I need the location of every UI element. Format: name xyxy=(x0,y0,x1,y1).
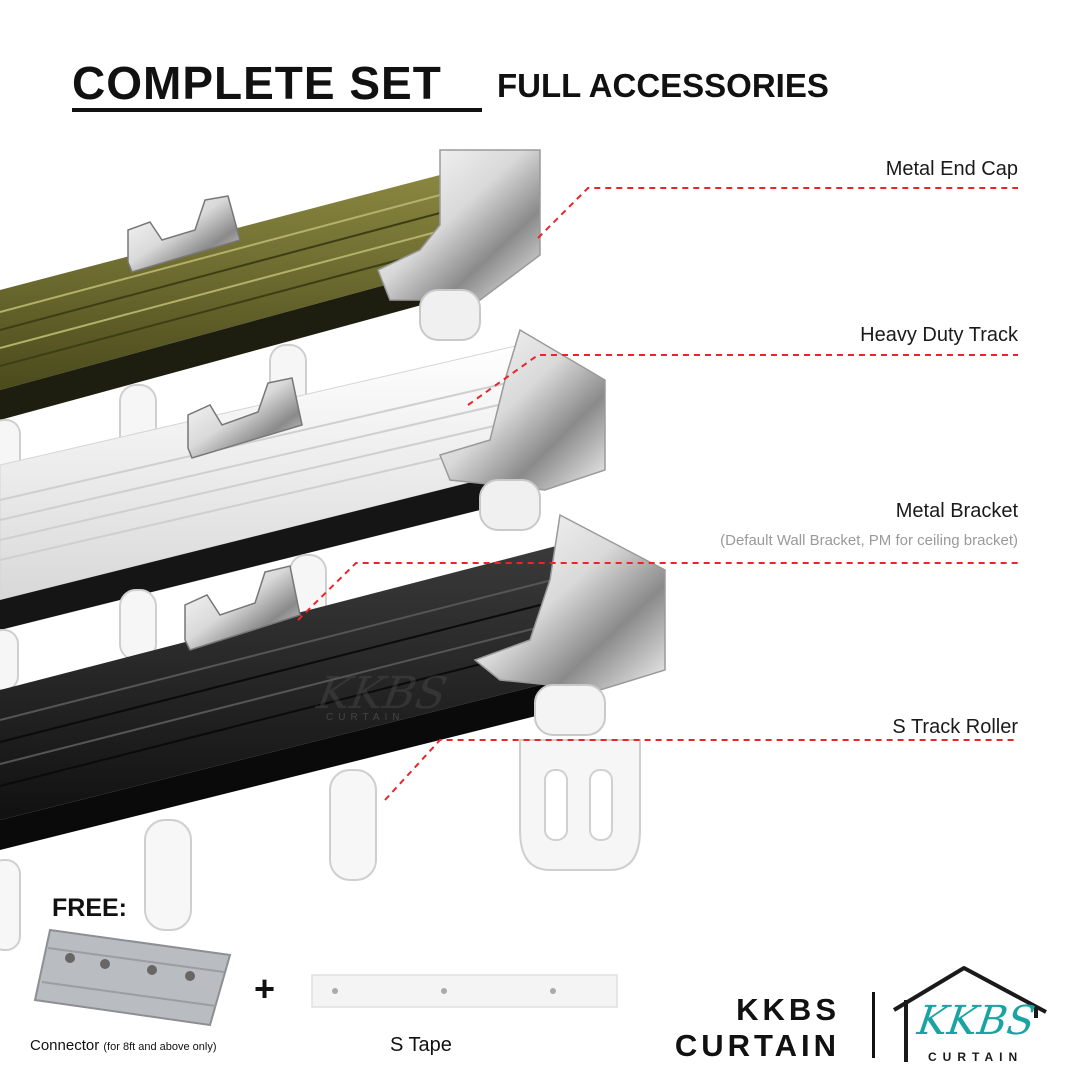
callout-roller: S Track Roller xyxy=(892,716,1018,738)
connector-label: Connector xyxy=(30,1037,100,1054)
brand-line-1: KKBS xyxy=(736,992,840,1027)
white-track xyxy=(0,344,521,630)
connector-caption: Connector (for 8ft and above only) xyxy=(30,1037,217,1054)
callout-bracket: Metal Bracket xyxy=(895,500,1018,522)
black-end-cap xyxy=(473,513,666,691)
black-rollers xyxy=(0,769,377,951)
callout-track: Heavy Duty Track xyxy=(860,324,1018,346)
connector-image xyxy=(33,928,232,1027)
brand-divider xyxy=(872,992,875,1058)
page-subtitle: FULL ACCESSORIES xyxy=(497,67,829,104)
white-rollers xyxy=(0,554,327,691)
white-end-cap xyxy=(438,328,606,531)
brand-logo-text: KKBS xyxy=(914,998,1038,1044)
brand-line-2: CURTAIN xyxy=(674,1028,840,1063)
olive-end-cap xyxy=(377,149,541,341)
plus-sign: + xyxy=(254,968,276,1009)
watermark-sub: CURTAIN xyxy=(326,712,405,723)
house-roof-icon xyxy=(892,966,1047,1062)
black-track xyxy=(0,545,561,850)
s-tape-image xyxy=(311,974,618,1008)
free-label: FREE: xyxy=(52,894,127,922)
callout-end-cap: Metal End Cap xyxy=(885,158,1018,180)
featured-roller xyxy=(519,684,641,871)
connector-note: (for 8ft and above only) xyxy=(103,1041,217,1053)
leader-lines xyxy=(297,187,1018,801)
brand-wordmark: KKBS CURTAIN xyxy=(652,992,840,1064)
title-underline xyxy=(72,108,482,112)
stape-caption: S Tape xyxy=(390,1034,452,1056)
brand-logo-sub: CURTAIN xyxy=(928,1050,1024,1064)
callout-bracket-note: (Default Wall Bracket, PM for ceiling br… xyxy=(720,532,1018,549)
page-title: COMPLETE SET xyxy=(72,57,442,109)
olive-track xyxy=(0,175,441,420)
